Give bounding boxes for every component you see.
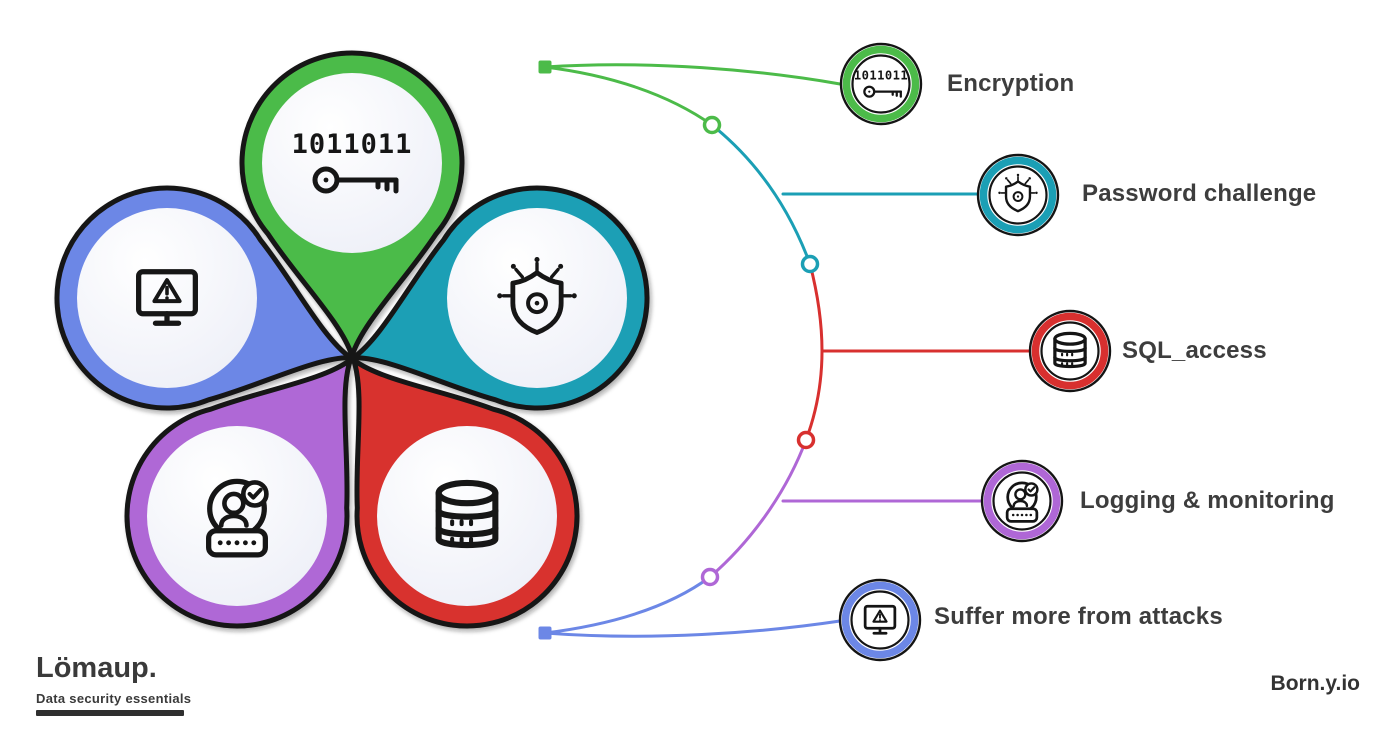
node-sql-access (1028, 309, 1112, 393)
petal-encryption (242, 53, 462, 356)
arc-segment-purple (708, 438, 808, 579)
junction-dot-teal (800, 254, 820, 274)
petal-logging-monitoring (83, 295, 439, 669)
item-label-sql-access: SQL_access (1122, 337, 1267, 364)
brand-underline (36, 710, 184, 716)
petal-password-challenge (319, 159, 675, 462)
brand-tagline: Data security essentials (36, 691, 192, 706)
petal-sql-access (265, 295, 621, 669)
junction-dot-purple (700, 567, 720, 587)
connector-lines (538, 60, 1031, 640)
watermark-text: Born.y.io (1270, 672, 1360, 695)
arc-end-square (538, 626, 552, 640)
branch-encryption (543, 63, 842, 86)
item-label-encryption: Encryption (947, 70, 1075, 97)
petal-inner-circle (447, 208, 627, 388)
junction-dot-red (796, 430, 816, 450)
node-password-challenge (976, 153, 1060, 237)
node-attacks (838, 578, 922, 662)
item-label-password-challenge: Password challenge (1082, 180, 1317, 207)
legend-nodes (838, 42, 1112, 662)
arc-segment-green (543, 65, 714, 127)
item-label-attacks: Suffer more from attacks (934, 603, 1223, 630)
arc-segment-teal (710, 123, 812, 266)
arc-segment-red (804, 262, 824, 442)
junction-dot-green (702, 115, 722, 135)
petal-inner-circle (262, 73, 442, 253)
arc-start-square (538, 60, 552, 74)
node-encryption (839, 42, 923, 126)
petal-flower (28, 53, 675, 670)
branch-attacks (543, 619, 842, 638)
arc-segment-blue (543, 575, 712, 635)
item-label-logging-monitoring: Logging & monitoring (1080, 487, 1335, 514)
petal-attacks (28, 159, 384, 462)
brand-title: Lömaup. (36, 652, 157, 684)
node-logging-monitoring (980, 459, 1064, 543)
